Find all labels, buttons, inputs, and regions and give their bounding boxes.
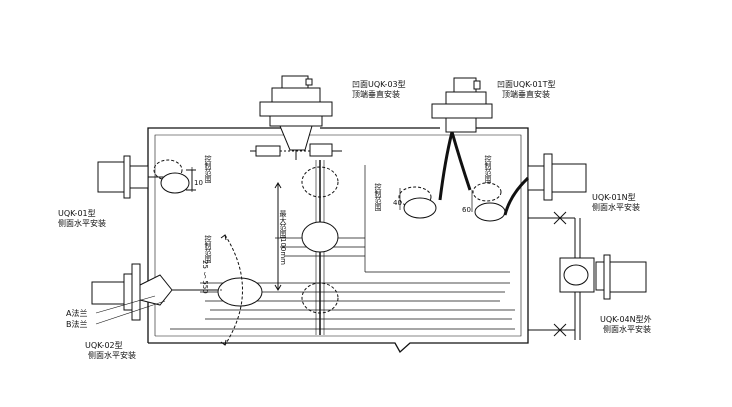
uqk01t-model-label: 凹面UQK-01T型 — [497, 80, 556, 89]
water-surface — [170, 165, 515, 330]
uqk04n-mount-label: 侧面水平安装 — [603, 324, 651, 334]
range-25-550-label: 25 ～ 550 — [201, 260, 209, 294]
flange-a-leader — [95, 295, 156, 314]
dim-10-label: 10 — [194, 179, 203, 187]
uqk01n-model-label: UQK-01N型 — [592, 193, 636, 202]
control-range-label-3: 控制范围 — [374, 182, 382, 212]
uqk-01-device — [97, 155, 196, 199]
uqk04n-model-label: UQK-04N型外 — [600, 314, 652, 324]
uqk01n-mount-label: 侧面水平安装 — [592, 202, 640, 212]
tank-inner-wall — [154, 134, 522, 337]
dim-40-label: 40 — [393, 199, 402, 207]
uqk-02-device — [91, 234, 263, 346]
uqk02-model-label: UQK-02型 — [85, 341, 123, 350]
uqk01-mount-label: 侧面水平安装 — [58, 218, 106, 228]
uqk-01n-device — [503, 153, 587, 216]
dim-60-label: 60 — [462, 206, 471, 214]
uqk01t-mount-label: 顶端垂直安装 — [502, 89, 550, 99]
uqk03-mount-label: 顶端垂直安装 — [352, 89, 400, 99]
control-range-label-2: 控制范围 — [204, 234, 212, 264]
uqk-03-device — [250, 75, 342, 160]
uqk-04n-device — [528, 211, 647, 340]
uqk03-model-label: 凹面UQK-03型 — [352, 80, 406, 89]
uqk02-mount-label: 侧面水平安装 — [88, 350, 136, 360]
tank-outline — [147, 127, 529, 354]
flange-b-label: B法兰 — [66, 319, 88, 329]
flange-b-leader — [95, 300, 166, 325]
uqk01-model-label: UQK-01型 — [58, 209, 96, 218]
control-range-label-4: 控制范围 — [484, 154, 492, 184]
dimension-lines — [191, 167, 473, 291]
control-range-label-1: 控制范围 — [204, 154, 212, 184]
flange-a-label: A法兰 — [66, 308, 87, 318]
uqk-01t-device — [398, 77, 506, 222]
max-range-label: 最大范围100mm — [279, 210, 287, 265]
uqk-03-float-assembly — [274, 160, 339, 335]
